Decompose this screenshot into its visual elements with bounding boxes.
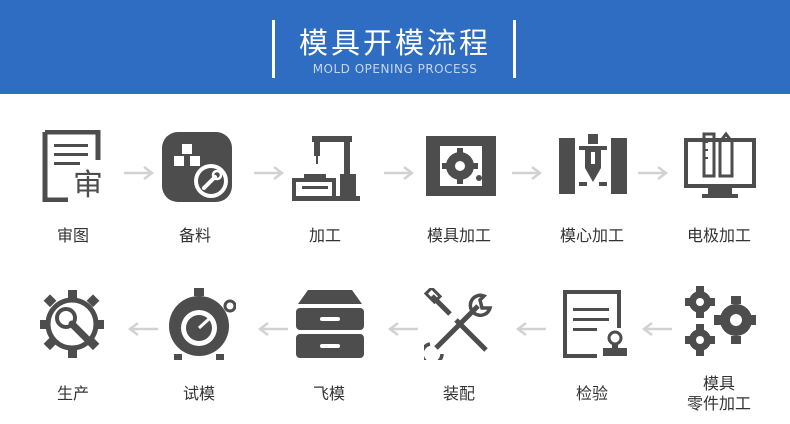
step-label: 电极加工 xyxy=(686,226,751,245)
arrow-right-icon xyxy=(124,166,158,180)
step-label: 飞模 xyxy=(312,384,345,403)
step-label-line2: 零件加工 xyxy=(686,394,751,413)
mold-gear-icon xyxy=(424,130,496,202)
arrow-right-icon xyxy=(512,166,546,180)
step-label-line1: 模具 xyxy=(702,374,735,393)
page-subtitle: MOLD OPENING PROCESS xyxy=(312,62,478,76)
arrow-left-icon xyxy=(384,322,418,336)
step-label: 加工 xyxy=(308,226,341,245)
computer-design-icon xyxy=(684,130,756,202)
arrow-left-icon xyxy=(124,322,158,336)
step-label: 模具加工 xyxy=(426,226,491,245)
arrow-left-icon xyxy=(638,322,672,336)
step-label: 模心加工 xyxy=(559,226,624,245)
title-bar-left xyxy=(272,20,275,78)
step-label: 试模 xyxy=(182,384,215,403)
header-banner: 模具开模流程 MOLD OPENING PROCESS xyxy=(0,0,790,94)
machining-icon xyxy=(290,130,362,202)
document-review-icon: 审 xyxy=(38,130,110,202)
gears-icon xyxy=(684,284,756,356)
step-label: 备料 xyxy=(178,226,211,245)
arrow-left-icon xyxy=(254,322,288,336)
arrow-right-icon xyxy=(254,166,288,180)
title-bar-right xyxy=(513,20,516,78)
arrow-left-icon xyxy=(512,322,546,336)
tools-cross-icon xyxy=(424,288,496,360)
mold-core-icon xyxy=(557,130,629,202)
step-label: 装配 xyxy=(442,384,475,403)
step-label: 生产 xyxy=(56,384,89,403)
step-label: 检验 xyxy=(575,384,608,403)
step-label: 审图 xyxy=(56,226,89,245)
arrow-right-icon xyxy=(384,166,418,180)
arrow-right-icon xyxy=(638,166,672,180)
svg-text:审: 审 xyxy=(73,168,103,202)
compressor-gauge-icon xyxy=(164,288,236,360)
materials-wrench-icon xyxy=(160,130,232,202)
cabinet-drawers-icon xyxy=(294,288,366,360)
step-label: 模具 零件加工 xyxy=(664,374,774,414)
inspection-stamp-icon xyxy=(557,288,629,360)
page-title: 模具开模流程 xyxy=(298,26,491,60)
gear-wrench-icon xyxy=(38,288,110,360)
